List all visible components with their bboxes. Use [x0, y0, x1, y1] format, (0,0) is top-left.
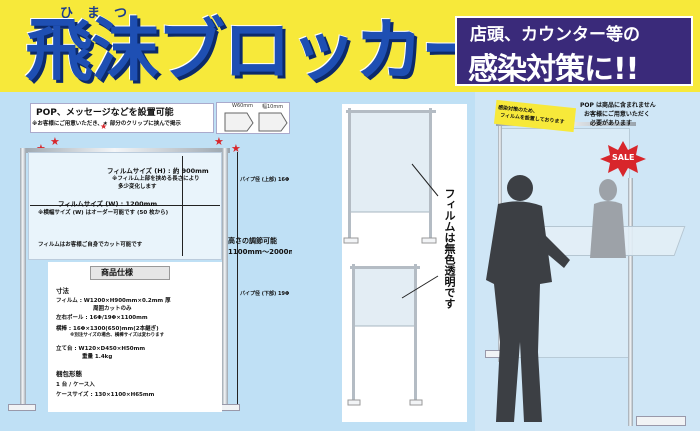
- film-stand-illustration: [343, 108, 439, 406]
- top-bar: [20, 148, 230, 153]
- spec-pack-heading: 梱包形態: [56, 370, 82, 378]
- product-title: 飛沫ブロッカー: [25, 12, 489, 91]
- film-width-label: フィルムサイズ (W) : 1200mm: [58, 200, 158, 208]
- clip-diagram: [216, 102, 290, 134]
- sale-burst-icon: [600, 141, 646, 177]
- pop-note-box: [30, 103, 214, 133]
- film-sheet: [28, 152, 222, 260]
- spec-stand-line: 立て台 : W120×D450×H50mm: [56, 346, 146, 352]
- height-adjust-label: 高さの調節可能: [228, 237, 277, 245]
- promo-box: [455, 16, 693, 86]
- clip-label-width: W60mm: [232, 103, 254, 109]
- pop-not-included-3: 必要があります: [590, 120, 633, 127]
- spec-pack-line-2: ケースサイズ : 130×1100×H65mm: [56, 392, 155, 398]
- spec-title: 商品仕様: [101, 268, 133, 277]
- film-width-note: ※横幅サイズ (W) はオーダー可能です (50 枚から): [38, 210, 169, 216]
- pop-note-title: POP、メッセージなどを設置可能: [36, 108, 174, 118]
- pipe-top-label: パイプ径 (上部) 16Φ: [240, 177, 290, 183]
- height-range-label: 1100mm〜2000mm: [228, 248, 304, 256]
- spec-title-box: [90, 266, 170, 280]
- pop-not-included-2: お客様にご用意いただく: [584, 111, 650, 118]
- left-pole: [20, 148, 26, 410]
- star-icon: ★: [50, 135, 60, 148]
- star-icon: ★: [231, 142, 241, 155]
- staff-silhouette: [590, 179, 626, 258]
- width-dimension-line: [30, 205, 220, 206]
- spec-box: [48, 262, 222, 412]
- film-height-note-2: 多少変化します: [118, 184, 157, 190]
- scene-right-pole: [628, 178, 633, 426]
- film-cut-note: フィルムはお客様ご自身でカット可能です: [38, 242, 143, 248]
- sale-label: SALE: [612, 153, 635, 162]
- pop-note-sub: ※お客様にご用意いただき、★ 部分のクリップに挟んで掲示: [32, 121, 181, 127]
- spec-weight-line: 重量 1.4kg: [82, 354, 113, 360]
- spec-film-line-2: 周囲カットのみ: [93, 306, 132, 312]
- spec-film-line-1: フィルム : W1200×H900mm×0.2mm 厚: [56, 298, 171, 304]
- clip-label-depth: 幅10mm: [262, 104, 284, 110]
- star-icon: ★: [214, 135, 224, 148]
- scene-right-stand: [636, 416, 686, 426]
- clip-icon: [224, 112, 288, 132]
- pipe-bottom-label: パイプ径 (下部) 19Φ: [240, 291, 290, 297]
- spec-pack-line-1: 1 台 / ケース入: [56, 382, 95, 388]
- film-height-label: フィルムサイズ (H) : 約 900mm: [107, 167, 209, 175]
- vertical-caption: フィルムは無色透明です: [443, 188, 456, 309]
- promo-line-1: 店頭、カウンター等の: [470, 25, 640, 45]
- pop-not-included-1: POP は商品に含まれません: [580, 102, 656, 109]
- adjust-height-line: [237, 152, 238, 404]
- height-dimension-line: [182, 156, 183, 256]
- spec-bar-line: 横棒 : 16Φ×1300(650)mm(2本継ぎ): [56, 326, 159, 332]
- spec-dimension-heading: 寸法: [56, 287, 69, 295]
- star-icon: ★: [100, 122, 108, 131]
- spec-bar-note: ※別注サイズの場合、横棒サイズは変わります: [70, 333, 165, 338]
- film-height-note-1: ※フィルム上部を挟める長さにより: [112, 176, 200, 182]
- right-pole: [222, 148, 228, 410]
- promo-line-2: 感染対策に!!: [468, 52, 639, 87]
- title-ruby: ひまつ: [60, 6, 142, 21]
- left-stand: [8, 404, 36, 411]
- customer-silhouette: [486, 175, 570, 422]
- spec-pole-line: 左右ポール : 16Φ/19Φ×1100mm: [56, 315, 148, 321]
